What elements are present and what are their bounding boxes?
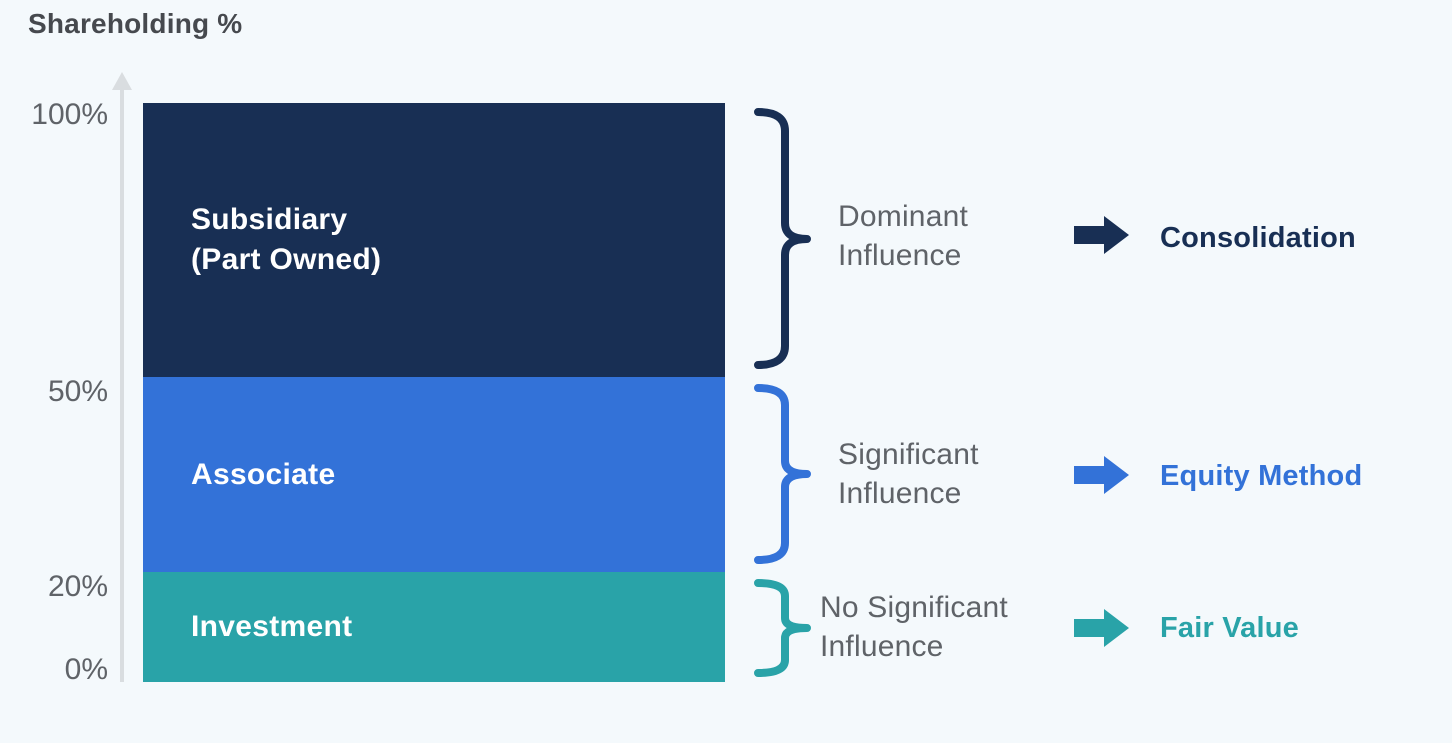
- y-axis-tick-100: 100%: [31, 98, 108, 131]
- no-significant-influence-line1: No Significant: [820, 591, 1008, 624]
- dominant-influence-line1: Dominant: [838, 200, 968, 233]
- significant-influence-line1: Significant: [838, 438, 979, 471]
- significant-influence-line2: Influence: [838, 477, 962, 510]
- bar-segment-investment-label: Investment: [191, 610, 353, 643]
- bar-segment-associate: Associate: [143, 377, 725, 572]
- subsidiary-label-line1: Subsidiary: [191, 203, 348, 236]
- curly-brace-dominant-icon: [754, 108, 811, 369]
- influence-label-no-significant: No Significant Influence: [820, 588, 1008, 666]
- influence-label-significant: Significant Influence: [838, 435, 979, 513]
- y-axis-tick-50: 50%: [47, 375, 108, 408]
- no-significant-influence-line2: Influence: [820, 630, 944, 663]
- page-title: Shareholding %: [28, 8, 243, 39]
- method-label-equity-method: Equity Method: [1160, 460, 1363, 492]
- y-axis-arrow-icon: [112, 72, 132, 90]
- bar-segment-subsidiary-label: Subsidiary (Part Owned): [143, 200, 381, 280]
- bar-segment-investment: Investment: [143, 572, 725, 682]
- y-axis-tick-0: 0%: [64, 653, 108, 686]
- arrow-right-fairvalue-icon: [1074, 609, 1129, 647]
- curly-brace-significant-icon: [754, 384, 811, 564]
- subsidiary-label-line2: (Part Owned): [191, 243, 382, 276]
- arrow-right-equity-icon: [1074, 456, 1129, 494]
- bar-segment-subsidiary: Subsidiary (Part Owned): [143, 103, 725, 377]
- bar-segment-associate-label: Associate: [191, 457, 336, 491]
- arrow-right-consolidation-icon: [1074, 216, 1129, 254]
- curly-brace-no-significant-icon: [754, 579, 811, 677]
- method-label-consolidation: Consolidation: [1160, 222, 1356, 254]
- y-axis-line: [120, 88, 124, 682]
- method-label-fair-value: Fair Value: [1160, 612, 1300, 644]
- influence-label-dominant: Dominant Influence: [838, 197, 968, 275]
- dominant-influence-line2: Influence: [838, 239, 962, 272]
- y-axis-tick-20: 20%: [47, 570, 108, 603]
